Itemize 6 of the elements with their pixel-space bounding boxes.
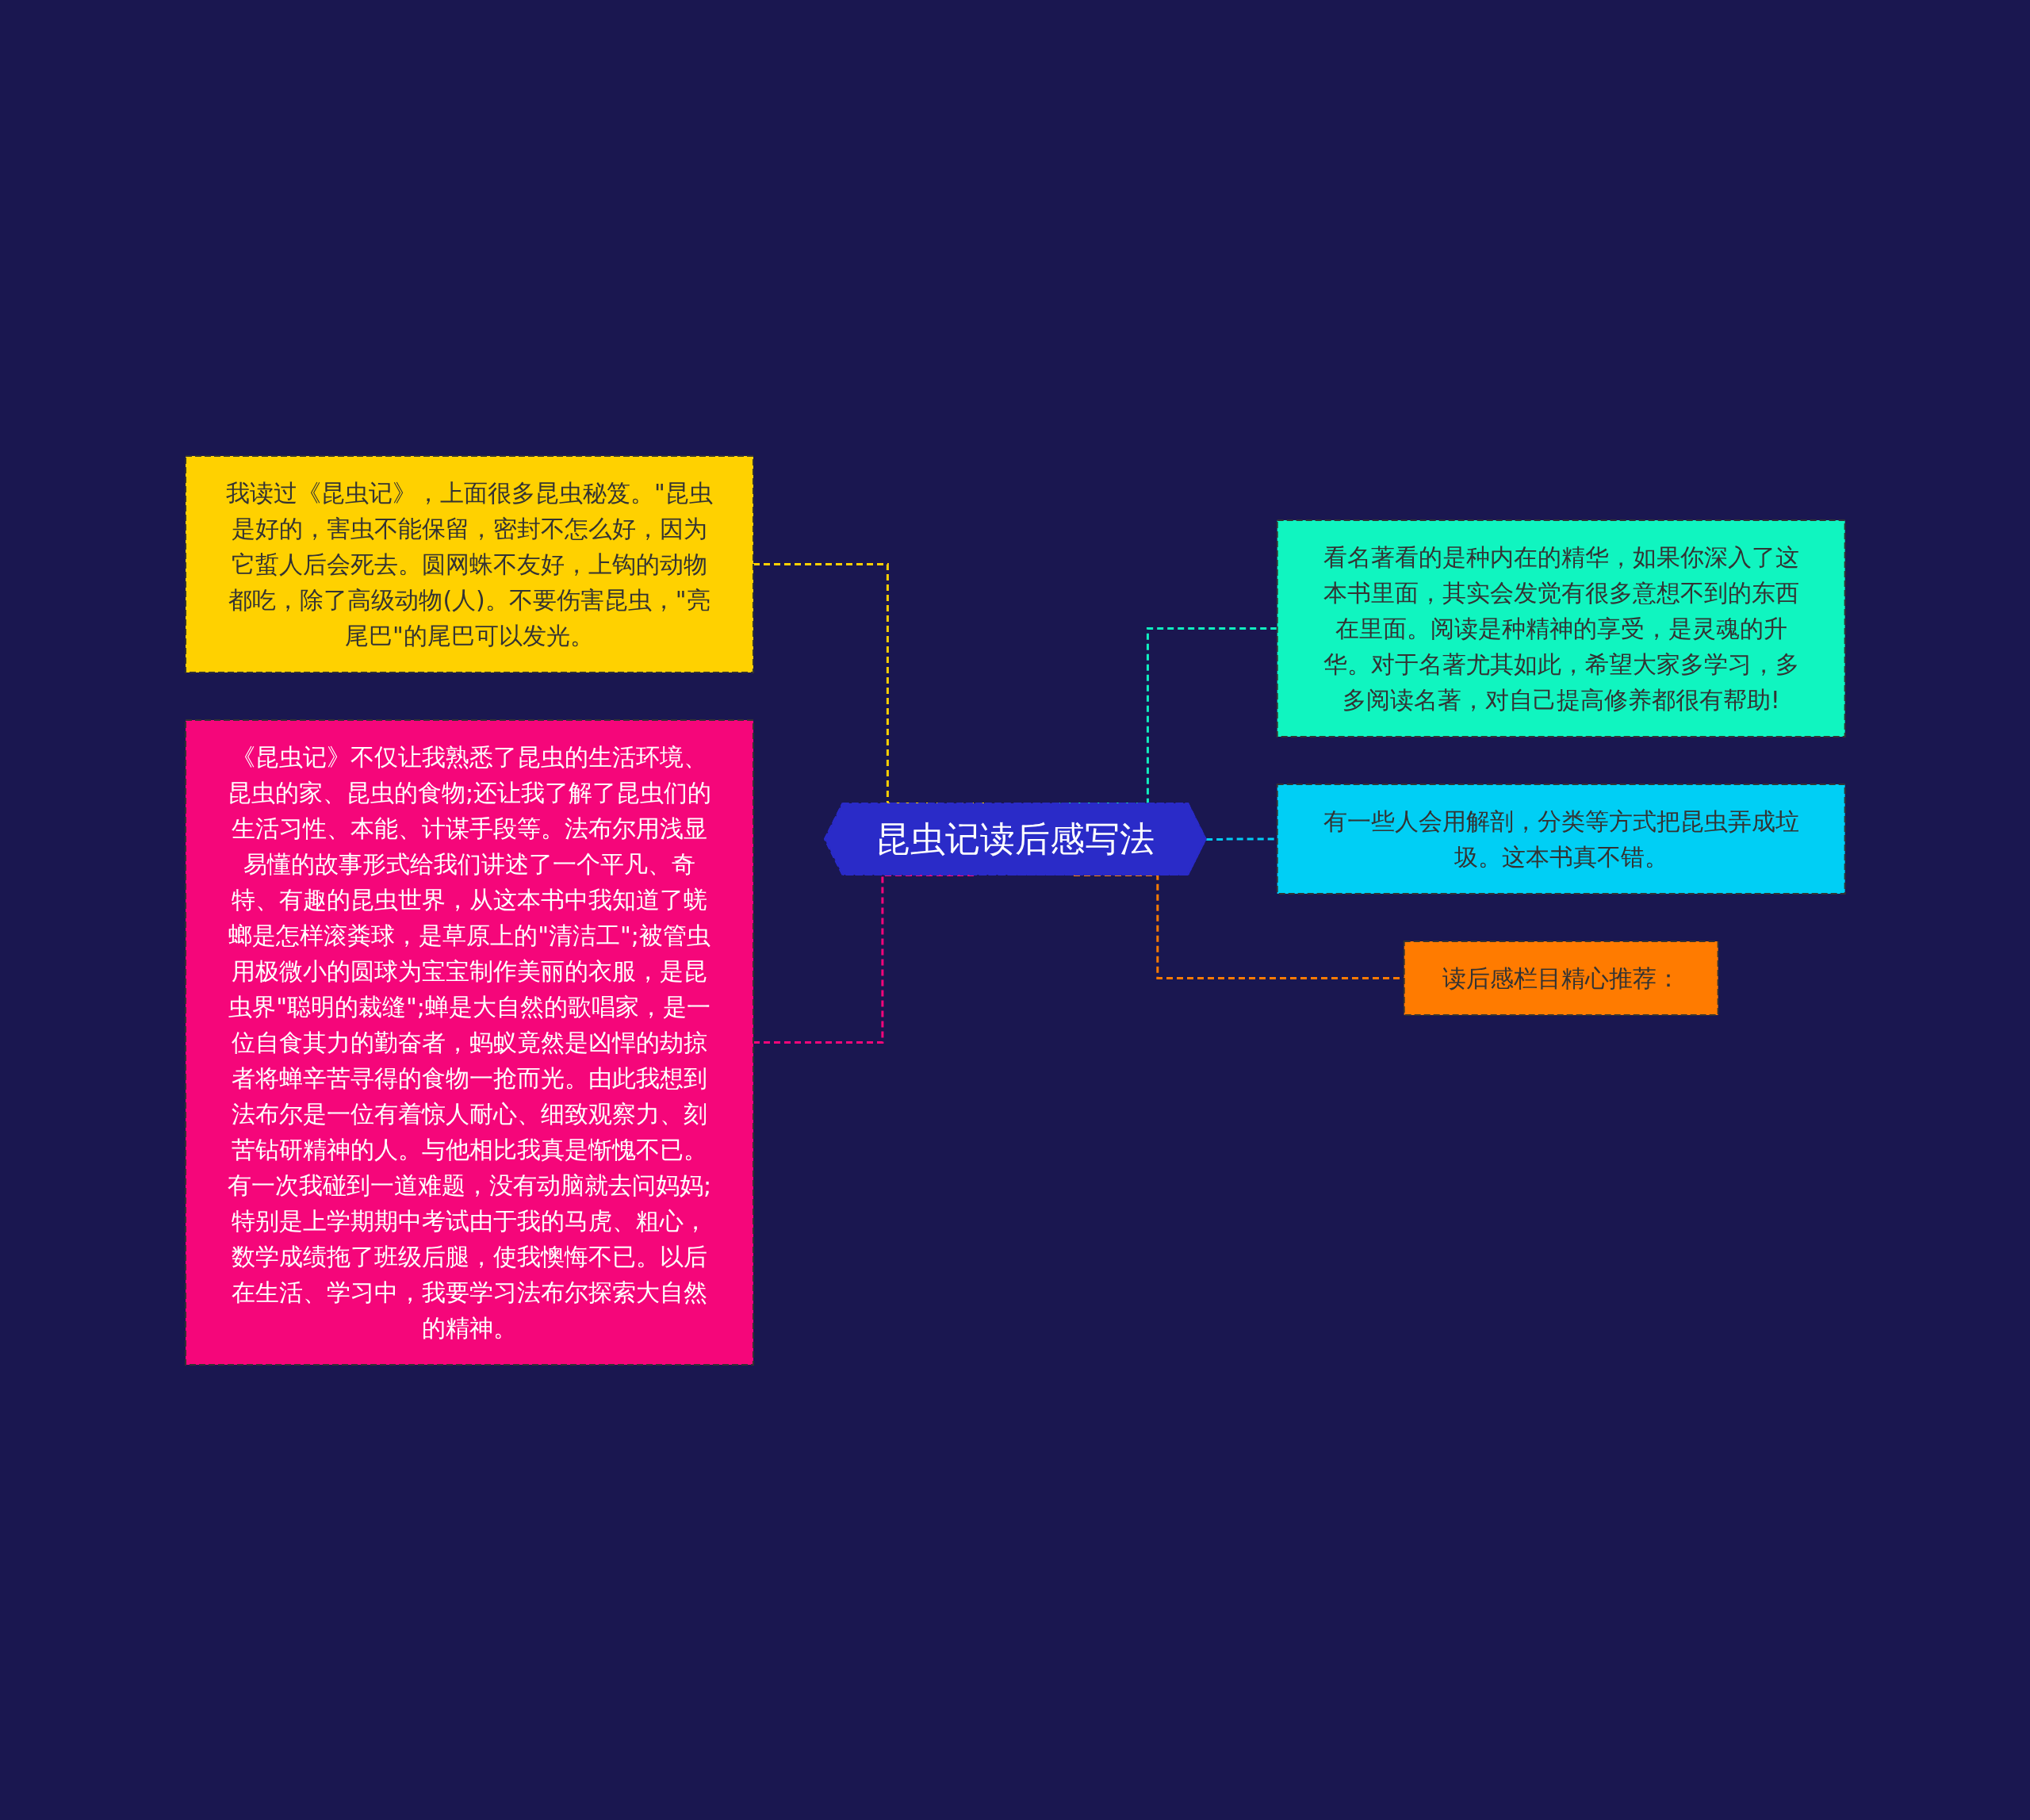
connector <box>753 873 976 1044</box>
node-box: 有一些人会用解剖，分类等方式把昆虫弄成垃圾。这本书真不错。 <box>1276 783 1846 895</box>
node-box: 读后感栏目精心推荐： <box>1403 940 1719 1016</box>
node-box: 我读过《昆虫记》，上面很多昆虫秘笈。"昆虫是好的，害虫不能保留，密封不怎么好，因为它蜇人后会死去。圆网蛛不友好，上钩的动物都吃，除了高级动物(人)。不要伤害昆虫，"亮尾巴"的尾巴可以发光。 <box>184 454 754 673</box>
node-box: 《昆虫记》不仅让我熟悉了昆虫的生活环境、昆虫的家、昆虫的食物;还让我了解了昆虫们的生活习性、本能、计谋手段等。法布尔用浅显易懂的故事形式给我们讲述了一个平凡、奇特、有趣的昆虫世界，从这本书中我知道了蜣螂是怎样滚粪球，是草原上的"清洁工";被管虫用极微小的圆球为宝宝制作美丽的衣服，是昆虫界"聪明的裁缝";蝉是大自然的歌唱家，是一位自食其力的勤奋者，蚂蚁竟然是凶悍的劫掠者将蝉辛苦寻得的食物一抢而光。由此我想到法布尔是一位有着惊人耐心、细致观察力、刻苦钻研精神的人。与他相比我真是惭愧不已。有一次我碰到一道难题，没有动脑就去问妈妈;特别是上学期期中考试由于我的马虎、粗心，数学成绩拖了班级后腿，使我懊悔不已。以后在生活、学习中，我要学习法布尔探索大自然的精神。 <box>184 718 754 1366</box>
node-box: 看名著看的是种内在的精华，如果你深入了这本书里面，其实会发觉有很多意想不到的东西在里面。阅读是种精神的享受，是灵魂的升华。对于名著尤其如此，希望大家多学习，多多阅读名著，对自己提高修养都很有帮助! <box>1276 519 1846 738</box>
